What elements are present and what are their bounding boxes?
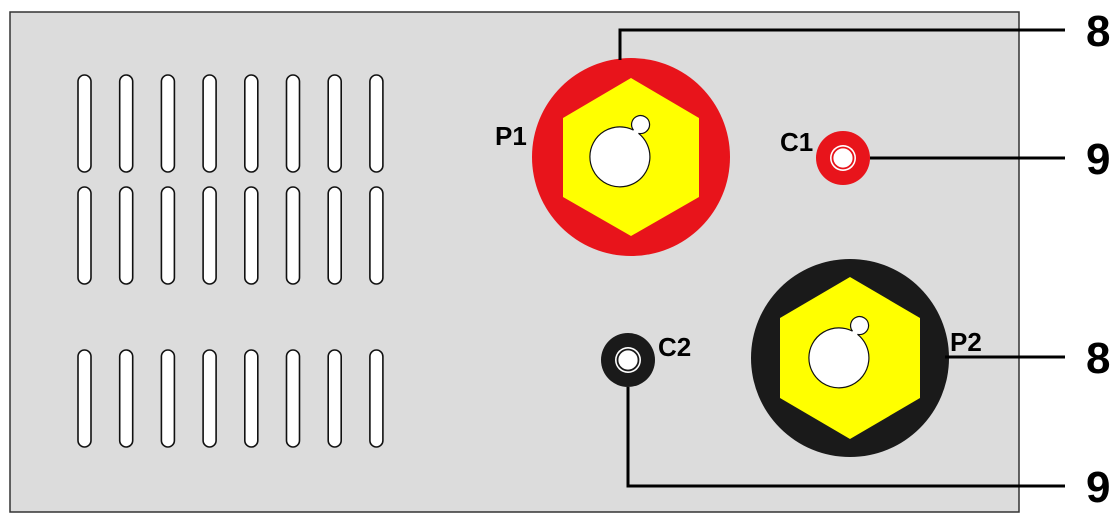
- vent-slot: [160, 349, 176, 448]
- callout-number-p2: 8: [1086, 334, 1110, 383]
- vent-slot: [77, 74, 92, 173]
- c1-outer-hole: [830, 145, 856, 171]
- p1-leader-line: [618, 28, 1065, 60]
- vent-slot: [327, 349, 343, 448]
- vent-slot: [77, 349, 92, 448]
- vent-slot: [327, 74, 343, 173]
- p2-label: P2: [950, 327, 982, 357]
- vent-slot: [160, 74, 176, 173]
- c2-inner-ring: [616, 348, 640, 372]
- c2-label: C2: [658, 332, 691, 362]
- vent-slot: [202, 74, 217, 173]
- vent-slot: [369, 74, 384, 173]
- c2-connector: [601, 333, 655, 387]
- vent-slot: [202, 186, 217, 285]
- p1-socket-hole: [589, 114, 651, 188]
- p2-terminal: [751, 259, 949, 457]
- vent-slot: [202, 349, 217, 448]
- vent-slot: [244, 349, 259, 448]
- c1-inner-ring: [831, 146, 855, 170]
- vent-slot: [285, 74, 301, 173]
- vent-slot: [327, 186, 343, 285]
- vent-slot: [118, 186, 134, 285]
- ventilation-grille: [77, 74, 384, 448]
- vent-slot: [285, 186, 301, 285]
- vent-slot: [77, 186, 92, 285]
- vent-slot: [285, 349, 301, 448]
- p2-socket-hole: [808, 315, 870, 389]
- p1-terminal: [532, 58, 730, 256]
- vent-slot: [160, 186, 176, 285]
- vent-slot: [118, 74, 134, 173]
- callout-number-p1: 8: [1086, 7, 1110, 56]
- c1-connector: [816, 131, 870, 185]
- c1-label: C1: [780, 127, 813, 157]
- vent-slot: [244, 74, 259, 173]
- c2-outer-hole: [615, 347, 641, 373]
- vent-slot: [369, 349, 384, 448]
- vent-slot: [369, 186, 384, 285]
- callout-number-c1: 9: [1086, 135, 1110, 184]
- p1-label: P1: [495, 121, 527, 151]
- vent-slot: [118, 349, 134, 448]
- callout-number-c2: 9: [1086, 463, 1110, 512]
- c2-leader-line: [626, 387, 1065, 488]
- vent-slot: [244, 186, 259, 285]
